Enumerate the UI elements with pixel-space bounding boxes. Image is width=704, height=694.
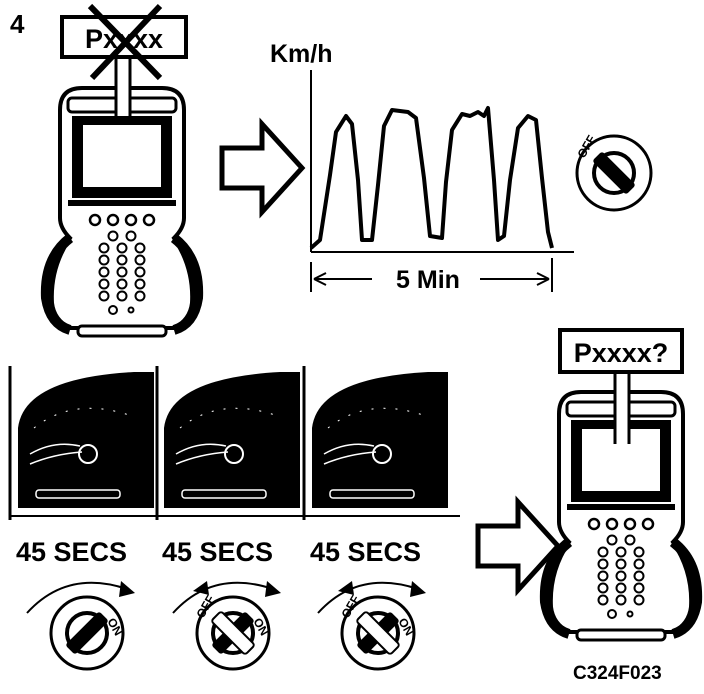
ignition-key-on-icon: OFF ON <box>172 581 281 671</box>
cluster-time-label: 45 SECS <box>310 537 421 567</box>
ignition-key-on-icon: ON <box>26 581 135 671</box>
svg-text:◯≡: ◯≡ <box>278 375 297 387</box>
speed-trace <box>309 106 554 250</box>
svg-text:◯≡: ◯≡ <box>426 375 445 387</box>
instrument-cluster: ◯≡ <box>17 371 155 509</box>
instrument-cluster: ◯≡ <box>163 371 301 509</box>
dtc-label-bottom: Pxxxx? <box>574 338 669 368</box>
arrow-right-icon <box>222 124 302 212</box>
duration-arrow-left <box>313 272 372 286</box>
cluster-time-label: 45 SECS <box>16 537 127 567</box>
duration-arrow-right <box>480 272 550 286</box>
cross-out-mark <box>87 3 163 81</box>
scan-tool-bottom <box>545 370 697 640</box>
cluster-frame <box>8 366 460 520</box>
speed-graph: Km/h 5 Min <box>270 40 574 294</box>
dtc-callout-bottom: Pxxxx? <box>558 328 684 374</box>
ignition-key-off-icon: OFF <box>574 133 653 212</box>
svg-text:◯≡: ◯≡ <box>132 375 151 387</box>
step-number: 4 <box>10 9 25 39</box>
figure-code: C324F023 <box>573 663 662 684</box>
graph-duration-label: 5 Min <box>396 266 460 294</box>
cluster-time-label: 45 SECS <box>162 537 273 567</box>
dtc-callout-top: Pxxxx <box>60 3 188 81</box>
graph-y-axis-label: Km/h <box>270 40 333 68</box>
scan-tool-top <box>46 50 198 336</box>
ignition-key-on-icon: OFF ON <box>317 581 426 671</box>
instrument-cluster: ◯≡ <box>311 371 449 509</box>
